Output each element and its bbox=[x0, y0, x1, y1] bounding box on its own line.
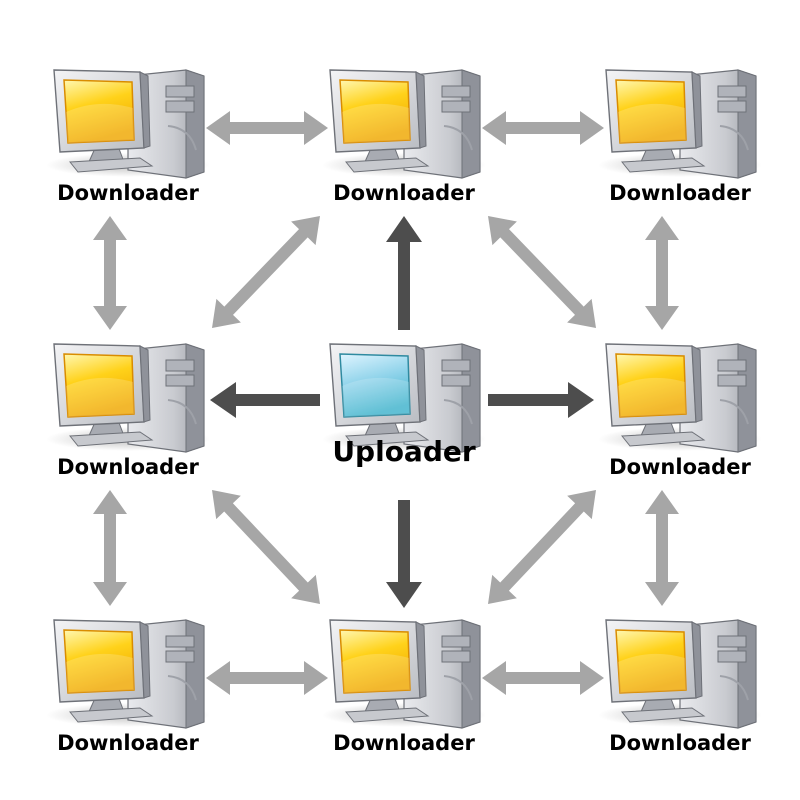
monitor-icon bbox=[53, 343, 154, 447]
peer-arrow-n00-n01 bbox=[206, 111, 328, 145]
downloader-label: Downloader bbox=[333, 731, 475, 755]
downloader-screen bbox=[339, 79, 411, 144]
computer-node-n22: Downloader bbox=[598, 619, 762, 755]
uploader-label: Uploader bbox=[332, 435, 476, 468]
downloader-screen bbox=[63, 79, 135, 144]
monitor-icon bbox=[329, 69, 430, 173]
peer-arrow-n10-n01 bbox=[212, 216, 320, 328]
peer-arrow-n21-n12 bbox=[488, 490, 596, 604]
downloader-label: Downloader bbox=[57, 731, 199, 755]
upload-arrow-n11-n10 bbox=[210, 382, 320, 418]
peer-arrow-n20-n21 bbox=[206, 661, 328, 695]
peer-arrow-n10-n21 bbox=[212, 490, 320, 604]
downloader-label: Downloader bbox=[57, 455, 199, 479]
edges-layer bbox=[93, 111, 679, 695]
computer-node-n00: Downloader bbox=[46, 69, 210, 205]
monitor-icon bbox=[53, 619, 154, 723]
downloader-label: Downloader bbox=[57, 181, 199, 205]
upload-arrow-n11-n01 bbox=[386, 216, 422, 330]
peer-arrow-n02-n12 bbox=[645, 216, 679, 330]
monitor-icon bbox=[329, 343, 430, 447]
monitor-icon bbox=[53, 69, 154, 173]
peer-arrow-n12-n22 bbox=[645, 490, 679, 606]
downloader-screen bbox=[615, 353, 687, 418]
monitor-icon bbox=[605, 343, 706, 447]
downloader-screen bbox=[63, 629, 135, 694]
downloader-screen bbox=[615, 79, 687, 144]
peer-arrow-n00-n10 bbox=[93, 216, 127, 330]
computer-node-n02: Downloader bbox=[598, 69, 762, 205]
monitor-icon bbox=[605, 619, 706, 723]
uploader-screen bbox=[339, 353, 411, 418]
monitor-icon bbox=[329, 619, 430, 723]
peer-arrow-n01-n12 bbox=[488, 216, 596, 328]
upload-arrow-n11-n21 bbox=[386, 500, 422, 608]
downloader-label: Downloader bbox=[609, 731, 751, 755]
peer-arrow-n21-n22 bbox=[482, 661, 604, 695]
upload-arrow-n11-n12 bbox=[488, 382, 594, 418]
peer-arrow-n01-n02 bbox=[482, 111, 604, 145]
downloader-screen bbox=[63, 353, 135, 418]
downloader-label: Downloader bbox=[609, 455, 751, 479]
downloader-label: Downloader bbox=[609, 181, 751, 205]
peer-arrow-n10-n20 bbox=[93, 490, 127, 606]
computer-node-n20: Downloader bbox=[46, 619, 210, 755]
computer-node-n21: Downloader bbox=[322, 619, 486, 755]
monitor-icon bbox=[605, 69, 706, 173]
computer-node-n11: Uploader bbox=[322, 343, 486, 468]
computer-node-n01: Downloader bbox=[322, 69, 486, 205]
downloader-screen bbox=[339, 629, 411, 694]
downloader-label: Downloader bbox=[333, 181, 475, 205]
computer-node-n12: Downloader bbox=[598, 343, 762, 479]
downloader-screen bbox=[615, 629, 687, 694]
computer-node-n10: Downloader bbox=[46, 343, 210, 479]
